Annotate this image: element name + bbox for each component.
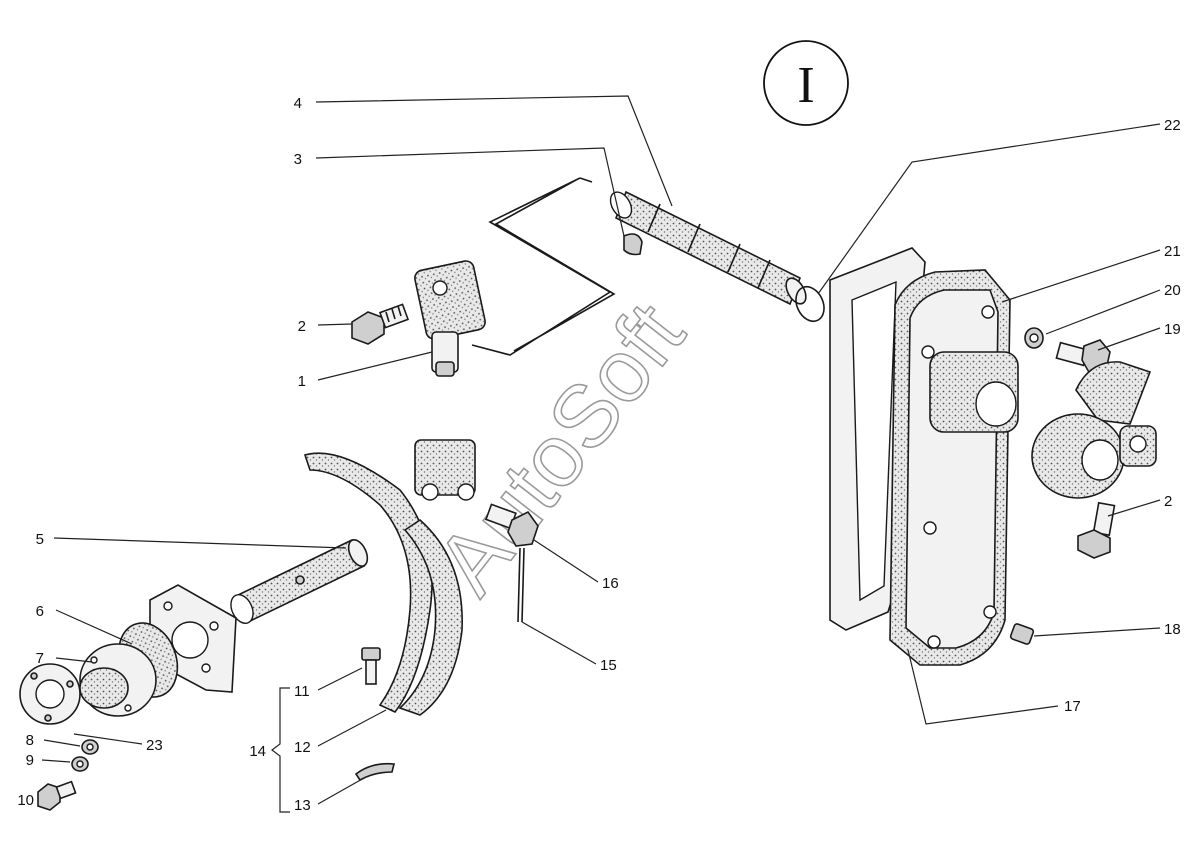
part-2-bolt-right (1077, 501, 1116, 559)
leader-lines (41, 95, 1161, 805)
callout-6: 6 (36, 603, 44, 620)
callout-20: 20 (1164, 282, 1181, 299)
callout-2-right: 2 (1164, 493, 1172, 510)
part-5-rod (230, 538, 369, 624)
shift-fork (303, 439, 476, 716)
part-20-washer (1024, 327, 1044, 349)
callout-18: 18 (1164, 621, 1181, 638)
callout-16: 16 (602, 575, 619, 592)
part-lever-clamp (1031, 361, 1157, 499)
callout-9: 9 (26, 752, 34, 769)
part-18-pin (1009, 623, 1035, 645)
callout-5: 5 (36, 531, 44, 548)
callout-17: 17 (1064, 698, 1081, 715)
callout-21: 21 (1164, 243, 1181, 260)
part-16-bolt (484, 503, 539, 547)
part-2-bolt-left (351, 303, 410, 345)
part-17-housing (889, 269, 1019, 666)
part-23-gasket-ring (19, 663, 81, 725)
section-marker-text: I (797, 57, 814, 114)
callout-13: 13 (294, 797, 311, 814)
part-22-snap-ring (795, 285, 825, 323)
section-marker: I (763, 40, 849, 126)
callout-22: 22 (1164, 117, 1181, 134)
part-9-washer (71, 756, 89, 772)
callout-19: 19 (1164, 321, 1181, 338)
callout-23: 23 (146, 737, 163, 754)
part-11-screw (361, 647, 381, 685)
callout-3: 3 (294, 151, 302, 168)
part-15-pin (517, 547, 525, 623)
callout-14: 14 (249, 743, 266, 760)
part-13-lock-plate (354, 762, 396, 782)
callout-2-left: 2 (298, 318, 306, 335)
callout-4: 4 (294, 95, 302, 112)
callout-15: 15 (600, 657, 617, 674)
callout-labels: 4 3 2 1 5 6 7 8 9 10 11 12 13 14 15 16 1… (17, 95, 1180, 814)
part-8-washer (81, 739, 99, 755)
callout-12: 12 (294, 739, 311, 756)
callout-10: 10 (17, 792, 34, 809)
part-7-cover (79, 643, 157, 717)
callout-8: 8 (26, 732, 34, 749)
part-3-lock-wire (471, 177, 643, 356)
callout-11: 11 (294, 683, 310, 700)
group-bracket-14 (271, 687, 290, 813)
part-10-bolt (37, 780, 77, 811)
callout-1: 1 (298, 373, 306, 390)
callout-7: 7 (36, 650, 44, 667)
part-1-selector-lever (414, 260, 486, 377)
